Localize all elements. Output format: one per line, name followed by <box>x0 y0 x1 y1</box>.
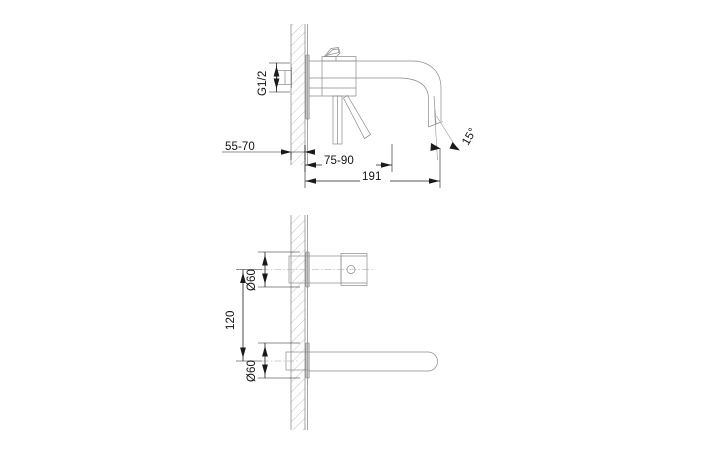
body-offset-dimension: 75-90 <box>304 144 393 172</box>
outlet-angle-annotation: 15° <box>430 109 479 161</box>
escutcheon-plate-upper <box>305 54 310 120</box>
side-elevation-view: 15° G1/2 55-70 <box>222 24 479 188</box>
plate-diameter-bottom-label: Ø60 <box>246 360 258 382</box>
plate-diameter-top-dimension: Ø60 <box>246 251 300 291</box>
front-plan-view: Ø60 120 Ø60 <box>225 215 438 430</box>
outlet-angle-label: 15° <box>460 126 479 147</box>
centre-spacing-dimension: 120 <box>225 269 262 362</box>
wall-section-lower <box>290 215 308 430</box>
mixer-body-plan <box>262 251 375 288</box>
thread-size-dimension: G1/2 <box>257 62 290 96</box>
body-offset-label: 75-90 <box>324 155 354 167</box>
inlet-connector-g12 <box>276 67 292 88</box>
plate-diameter-top-label: Ø60 <box>246 269 258 291</box>
thread-size-label: G1/2 <box>257 71 269 96</box>
wall-depth-label: 55-70 <box>225 141 255 153</box>
spout-reach-dimension: 191 <box>304 148 441 188</box>
spout-plan <box>262 342 438 379</box>
wall-section-upper <box>290 24 308 165</box>
lever-arm-angled <box>343 95 371 140</box>
spout-curved <box>399 60 443 128</box>
mixer-body-upper <box>309 56 412 97</box>
centre-spacing-label: 120 <box>225 311 237 331</box>
lever-handle-top <box>323 47 341 57</box>
handle-stem-vertical <box>332 95 343 145</box>
spout-reach-label: 191 <box>362 171 382 183</box>
plate-diameter-bottom-dimension: Ø60 <box>246 342 300 382</box>
